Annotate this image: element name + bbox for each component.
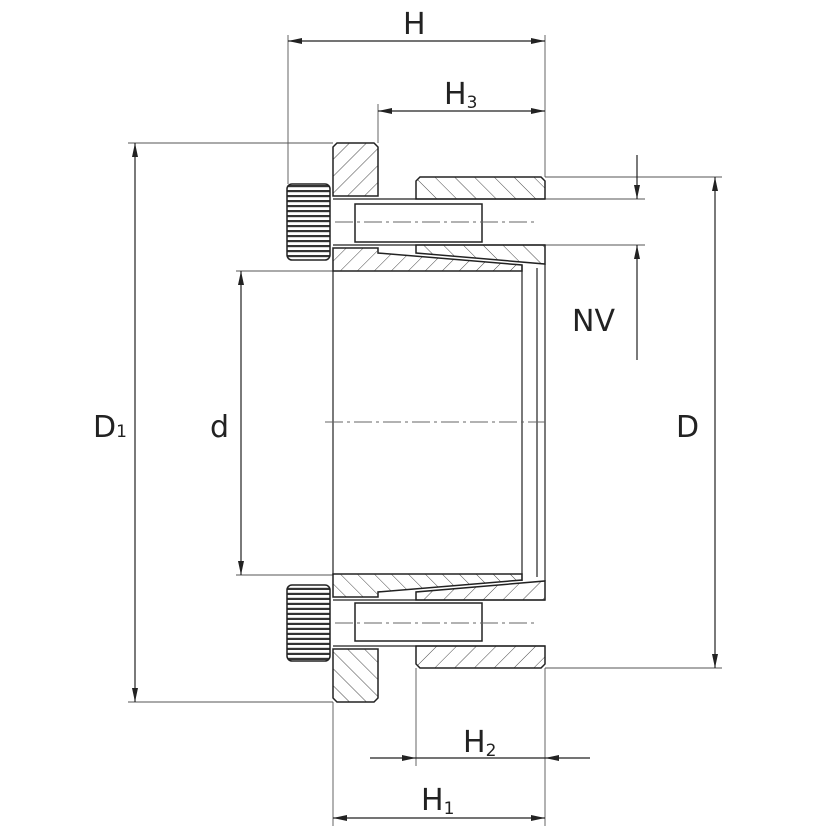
label-d: d	[210, 410, 229, 445]
screw-head-bottom	[286, 584, 331, 662]
label-H: H	[403, 7, 426, 42]
bottom-section	[286, 573, 546, 703]
label-D1: D1	[93, 410, 127, 445]
label-H1: H1	[421, 783, 454, 819]
top-section	[286, 142, 546, 272]
dimension-lines	[132, 38, 718, 821]
bore	[325, 264, 546, 581]
screw-body-bottom	[354, 602, 483, 642]
label-H3: H3	[444, 77, 477, 113]
label-D: D	[676, 410, 699, 445]
ring-bottom	[415, 645, 546, 669]
flange-top	[332, 142, 379, 197]
extension-lines	[128, 35, 722, 826]
label-H2: H2	[463, 725, 496, 761]
screw-body-top	[354, 203, 483, 243]
ring-top	[415, 176, 546, 200]
label-NV: NV	[572, 304, 615, 339]
flange-bottom	[332, 648, 379, 703]
screw-head-top	[286, 183, 331, 261]
